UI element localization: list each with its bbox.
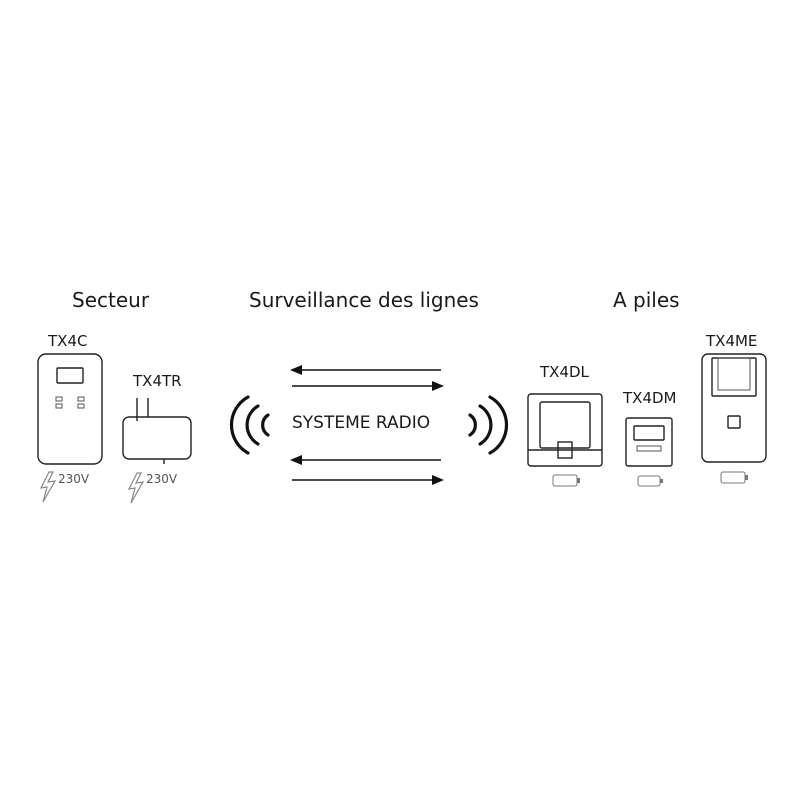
tx4tr-device	[122, 398, 192, 504]
heading-secteur: Secteur	[72, 288, 150, 312]
tx4c-label: TX4C	[48, 332, 88, 350]
arrow-right-icon	[292, 475, 444, 485]
lightning-bolt-icon	[127, 472, 145, 504]
battery-icon	[552, 474, 580, 487]
lightning-bolt-icon	[39, 471, 57, 503]
tx4c-device	[37, 353, 103, 503]
arrow-left-icon	[290, 455, 441, 465]
battery-icon	[637, 475, 663, 487]
tx4c-power: 230V	[58, 472, 90, 486]
heading-surveillance: Surveillance des lignes	[249, 288, 479, 312]
tx4me-label: TX4ME	[706, 332, 758, 350]
arrow-left-icon	[290, 365, 441, 375]
tx4tr-label: TX4TR	[133, 372, 182, 390]
tx4dm-device	[625, 417, 673, 487]
tx4me-device	[701, 353, 767, 484]
arrows-group	[290, 365, 444, 485]
systeme-radio-label: SYSTEME RADIO	[292, 413, 431, 433]
radio-waves-right-icon	[468, 395, 509, 455]
arrow-right-icon	[292, 381, 444, 391]
tx4tr-power: 230V	[146, 472, 178, 486]
tx4dm-label: TX4DM	[623, 389, 677, 407]
radio-waves-left-icon	[229, 395, 270, 455]
tx4dl-device	[527, 393, 603, 487]
battery-icon	[720, 471, 748, 484]
tx4dl-label: TX4DL	[540, 363, 589, 381]
heading-a-piles: A piles	[613, 288, 680, 312]
